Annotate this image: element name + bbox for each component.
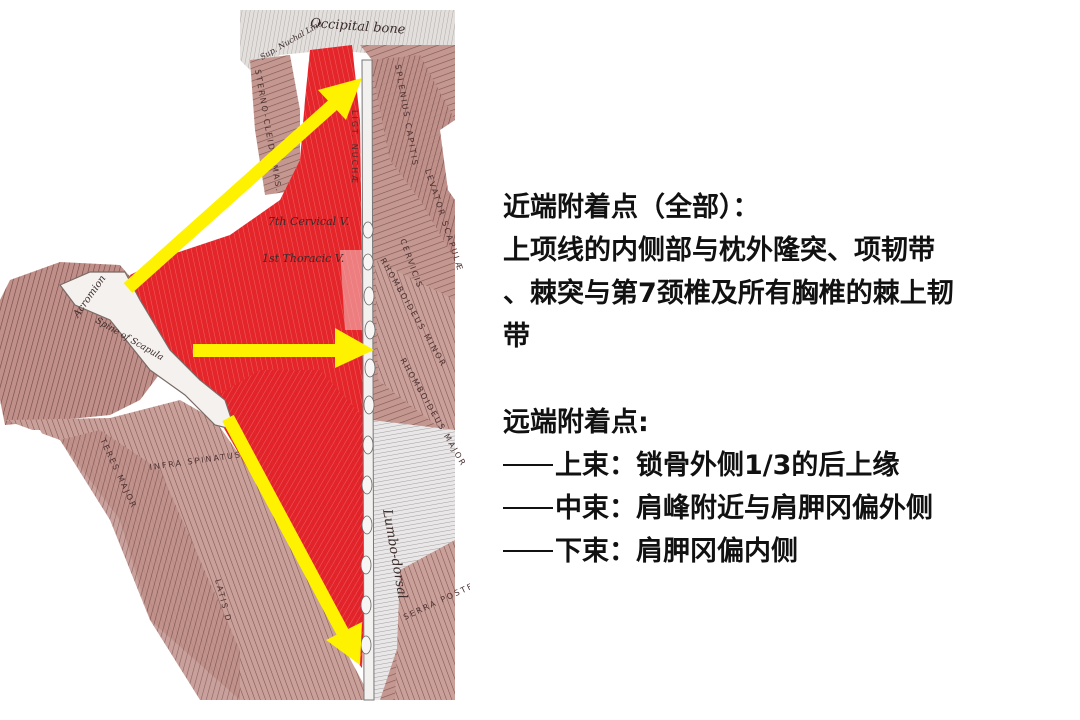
dash-icon [503,463,553,466]
distal-item-upper: 上束：锁骨外侧1/3的后上缘 [503,444,1063,487]
distal-item-label: 中束： [555,493,636,524]
spacer [503,358,1063,401]
distal-item-label: 下束： [555,536,636,567]
dash-icon [503,549,553,552]
rhomboid-region [375,260,455,440]
anatomy-svg: Occipital bone Sup. Nuchal Line LIGT. NU… [0,10,470,720]
attachment-description: 近端附着点（全部）： 上项线的内侧部与枕外隆突、项韧带 、棘突与第7颈椎及所有胸… [503,186,1063,573]
trapezius-anatomy-illustration: Occipital bone Sup. Nuchal Line LIGT. NU… [0,0,470,720]
label-lig-nuchae: LIGT. NUCHÆ [350,110,359,185]
distal-item-label: 上束： [555,450,636,481]
proximal-line-2: 、棘突与第7颈椎及所有胸椎的棘上韧 [503,278,954,309]
middle-fibers-arrow [193,328,374,368]
distal-item-lower: 下束：肩胛冈偏内侧 [503,530,1063,573]
upper-fibers-arrow [123,78,362,293]
distal-item-desc: 肩峰附近与肩胛冈偏外侧 [636,493,933,524]
label-occipital-bone: Occipital bone [310,16,406,38]
distal-heading: 远端附着点: [503,407,649,438]
spinous-processes [360,221,376,655]
distal-item-middle: 中束：肩峰附近与肩胛冈偏外侧 [503,487,1063,530]
lower-fibers-arrow [222,414,362,665]
proximal-heading: 近端附着点（全部）： [503,192,760,223]
lumbo-dorsal-fascia [372,420,455,700]
label-1st-thoracic: 1st Thoracic V. [262,252,344,265]
label-7th-cervical: 7th Cervical V. [268,215,349,228]
distal-item-desc: 锁骨外侧1/3的后上缘 [636,450,900,481]
proximal-line-3: 带 [503,321,530,352]
distal-item-desc: 肩胛冈偏内侧 [636,536,798,567]
dash-icon [503,506,553,509]
acromion-spine-of-scapula [59,271,236,431]
proximal-line-1: 上项线的内侧部与枕外隆突、项韧带 [503,235,935,266]
